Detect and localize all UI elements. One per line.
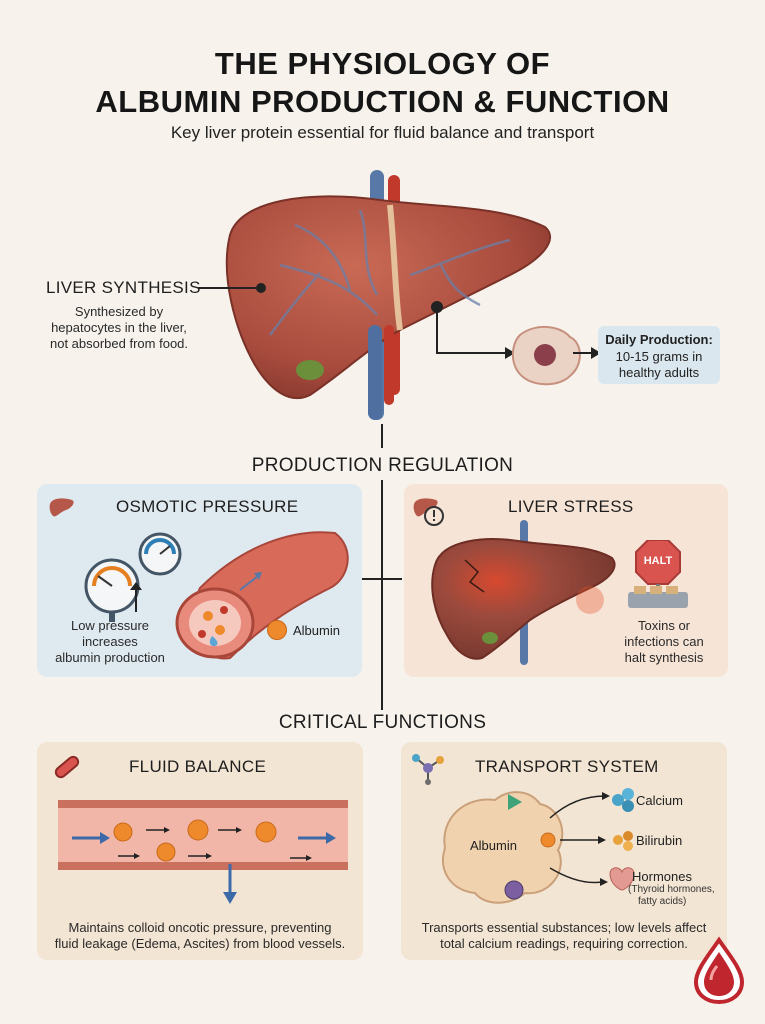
liver-synthesis-pointer-line: [198, 287, 260, 289]
fluid-caption-2: fluid leakage (Edema, Ascites) from bloo…: [54, 936, 346, 951]
page-subtitle: Key liver protein essential for fluid ba…: [170, 123, 595, 142]
liver-stress-title: LIVER STRESS: [508, 497, 634, 516]
transport-albumin-label: Albumin: [470, 838, 517, 853]
liver-synthesis-text-1: Synthesized by: [74, 304, 164, 319]
osmotic-caption-1: Low pressure: [70, 618, 150, 633]
calcium-label: Calcium: [636, 793, 683, 808]
osmotic-caption-2: increases: [82, 634, 138, 649]
halt-sign-icon: [628, 540, 688, 608]
daily-production-label: Daily Production:: [605, 332, 713, 347]
daily-production-box: [598, 326, 720, 384]
stress-caption-2: infections can: [624, 634, 704, 649]
stress-caption-3: halt synthesis: [624, 650, 704, 665]
liver-shape: [225, 195, 551, 400]
liver-icon: [413, 498, 444, 526]
pressure-gauge-icon: [84, 532, 182, 622]
liver-synthesis-text-2: hepatocytes in the liver,: [51, 320, 187, 335]
osmotic-pressure-title: OSMOTIC PRESSURE: [116, 497, 299, 516]
stress-caption-1: Toxins or: [637, 618, 691, 633]
hepatocyte-connector: [431, 301, 601, 386]
daily-production-value-1: 10-15 grams in: [615, 349, 703, 364]
liver-illustration: [225, 170, 551, 420]
connector-middle: [381, 480, 383, 710]
transport-caption-2: total calcium readings, requiring correc…: [440, 936, 688, 951]
blood-drop-icon: [693, 936, 745, 1005]
page-title-line2: ALBUMIN PRODUCTION & FUNCTION: [95, 84, 670, 119]
fluid-caption-1: Maintains colloid oncotic pressure, prev…: [68, 920, 332, 935]
albumin-protein: [442, 791, 564, 904]
fluid-balance-title: FLUID BALANCE: [129, 757, 267, 776]
hormones-label: Hormones: [632, 869, 692, 884]
portal-vein: [368, 325, 382, 420]
osmotic-caption-3: albumin production: [55, 650, 165, 665]
liver-icon: [49, 498, 74, 517]
test-tube-icon: [54, 755, 80, 779]
vessel-cross-section: [175, 531, 349, 660]
connector-cross: [362, 578, 402, 580]
blood-vessel-diagram: [58, 800, 348, 904]
connector-top: [381, 424, 383, 448]
albumin-transport-diagram: [442, 788, 635, 904]
liver-synthesis-text-3: not absorbed from food.: [49, 336, 189, 351]
ligament-line: [387, 204, 403, 331]
liver-synthesis-heading: LIVER SYNTHESIS: [46, 278, 201, 297]
transport-system-title: TRANSPORT SYSTEM: [475, 757, 659, 776]
albumin-dot: [267, 620, 287, 640]
liver-veins: [269, 209, 511, 336]
hormones-sub-2: fatty acids): [638, 896, 687, 907]
liver-synthesis-pointer-dot: [256, 283, 266, 293]
page-title-line1: THE PHYSIOLOGY OF: [214, 46, 551, 81]
bilirubin-label: Bilirubin: [636, 833, 683, 848]
critical-functions-heading: CRITICAL FUNCTIONS: [278, 712, 487, 733]
gallbladder: [296, 360, 324, 380]
halt-sign-text: HALT: [643, 555, 673, 567]
stressed-liver-illustration: [431, 520, 616, 665]
production-regulation-heading: PRODUCTION REGULATION: [251, 455, 514, 476]
molecule-icon: [412, 754, 444, 785]
transport-caption-1: Transports essential substances; low lev…: [421, 920, 707, 935]
daily-production-value-2: healthy adults: [618, 365, 700, 380]
osmotic-albumin-label: Albumin: [293, 623, 340, 638]
hormones-sub-1: (Thyroid hormones,: [628, 884, 715, 895]
artery-front: [384, 325, 394, 405]
